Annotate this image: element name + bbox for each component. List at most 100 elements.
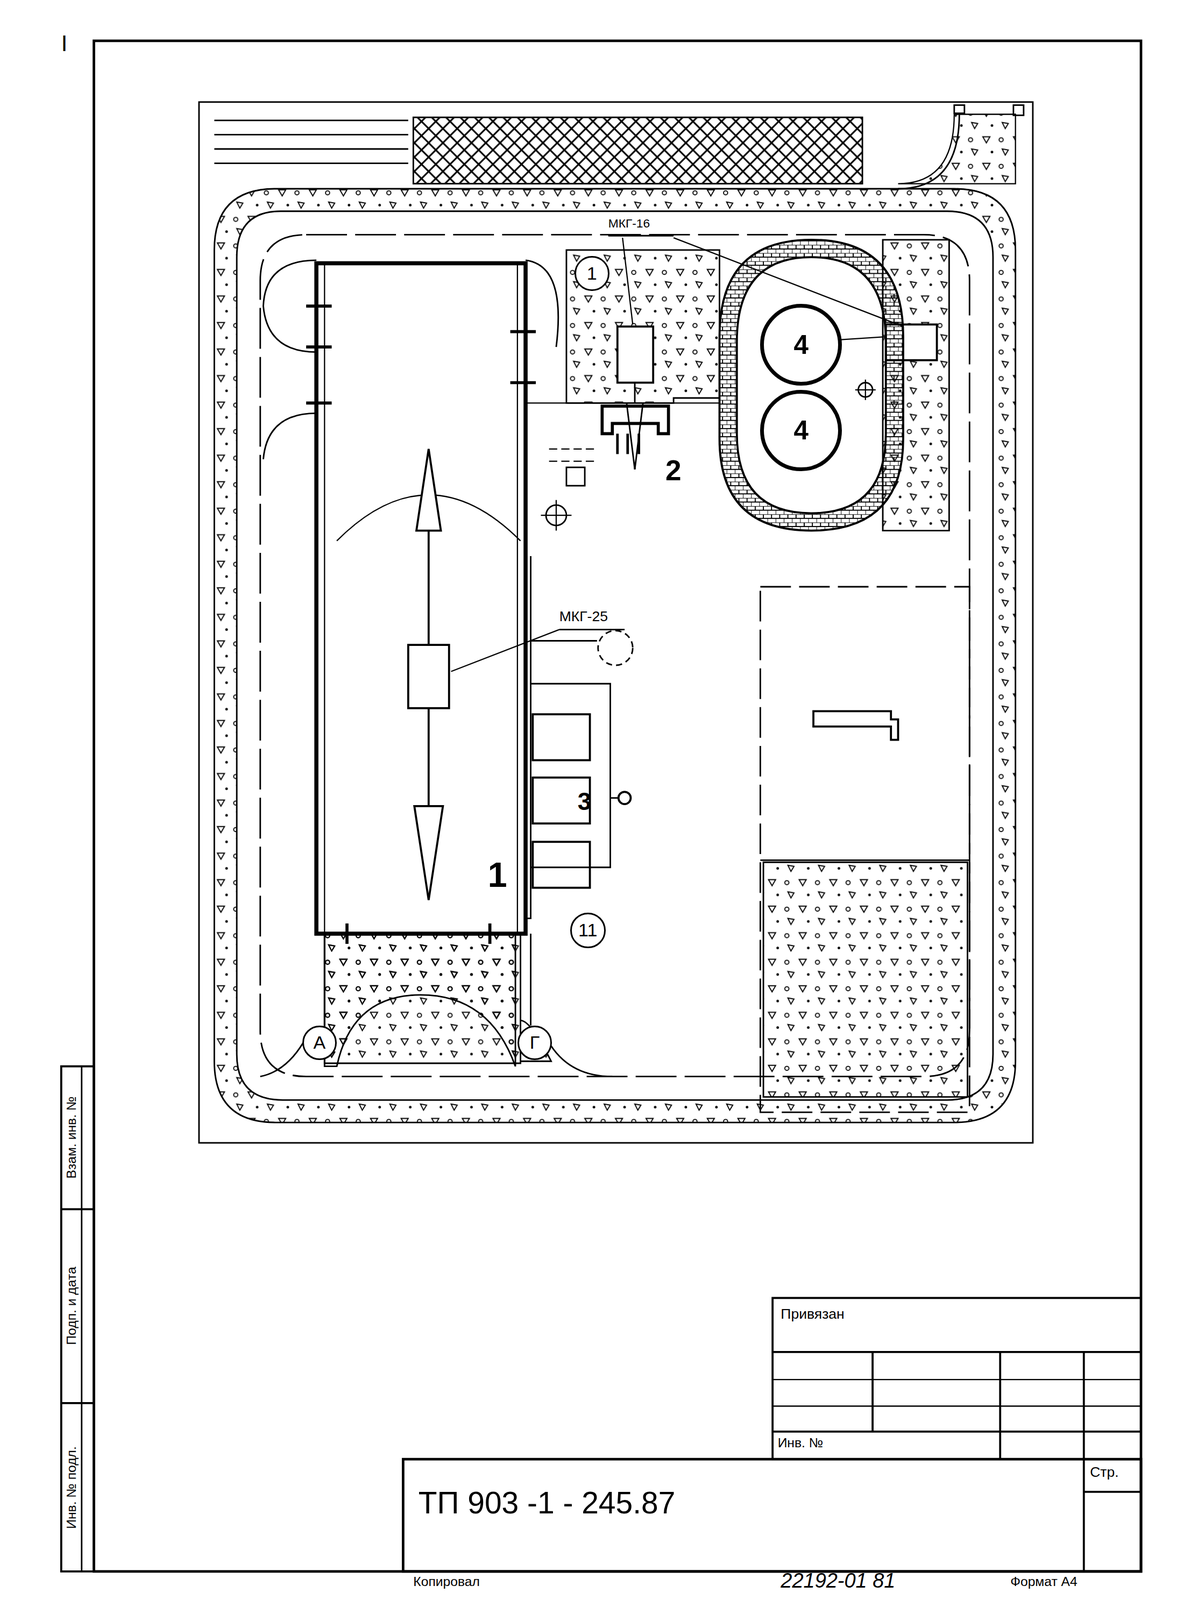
sheet-frame	[61, 1402, 95, 1405]
object-2	[525, 402, 720, 404]
title-block	[402, 1459, 1141, 1572]
crane-mkg-16	[622, 237, 633, 325]
stamp-text: Взам. инв. №	[64, 1096, 80, 1180]
node-text: Г	[529, 1032, 540, 1054]
yard-structures	[525, 556, 970, 1113]
object-2	[637, 433, 641, 455]
building-1	[345, 923, 349, 945]
gravel-areas	[324, 239, 968, 1098]
callout-number: 1	[487, 855, 508, 896]
yard-structures	[760, 859, 970, 862]
sheet-frame	[61, 1208, 95, 1211]
axis-marker: Г	[517, 1025, 553, 1061]
yard-structures	[532, 714, 590, 761]
tank-yard	[719, 239, 904, 531]
crane-mkg-16	[617, 326, 654, 383]
title-block	[402, 1298, 1141, 1572]
drawing-code: ТП 903 -1 - 245.87	[418, 1485, 676, 1521]
building-1	[316, 263, 526, 935]
crane-mkg-25	[416, 449, 442, 531]
title-block-text: Стр.	[1089, 1464, 1119, 1481]
site-boundary	[214, 148, 408, 151]
site-boundary	[214, 119, 408, 122]
sheet-frame	[61, 1066, 95, 1572]
tank-yard	[865, 379, 867, 401]
crane-mkg-16	[626, 402, 643, 470]
title-block	[998, 1352, 1002, 1460]
object-2	[615, 433, 619, 455]
title-block	[772, 1351, 1141, 1354]
stamp-text: Подп. и дата	[64, 1267, 80, 1346]
tank-yard	[719, 239, 904, 531]
sheet-frame	[61, 40, 1141, 1572]
object-2	[601, 406, 669, 434]
crane-mkg-16	[608, 235, 674, 237]
yard-structures	[530, 683, 611, 868]
callout-number: 3	[577, 788, 592, 817]
gravel-areas	[763, 862, 968, 1097]
object-2	[549, 448, 598, 450]
tank-circle: 4	[760, 303, 842, 386]
yard-structures	[525, 556, 531, 919]
crane-mkg-25	[408, 644, 450, 709]
building-1	[488, 923, 492, 945]
road-and-pavement	[550, 1046, 613, 1077]
crane-mkg-25	[559, 628, 625, 631]
site-boundary	[214, 162, 408, 165]
object-2	[555, 500, 557, 531]
title-block	[772, 1379, 1141, 1381]
node-text: 1	[586, 263, 598, 285]
axis-marker: А	[302, 1025, 338, 1061]
yard-structures	[618, 791, 632, 805]
road-and-pavement	[898, 114, 1016, 184]
gravel-areas	[566, 250, 720, 404]
building-1	[323, 933, 326, 1026]
site-boundary	[954, 104, 965, 113]
crane-label: МКГ-25	[559, 608, 608, 626]
callout-circle: 11	[570, 912, 606, 949]
title-block	[1082, 1459, 1086, 1572]
crane-mkg-25	[414, 806, 443, 901]
building-1	[306, 401, 332, 406]
node-text: А	[313, 1032, 326, 1054]
building-1	[516, 263, 519, 935]
footer-text: Формат А4	[1010, 1574, 1078, 1590]
building-1	[306, 345, 332, 349]
title-block	[772, 1298, 1141, 1460]
road-and-pavement	[263, 413, 317, 459]
yard-structures	[598, 631, 634, 666]
sheet-frame	[94, 40, 1141, 1572]
object-2	[626, 433, 629, 455]
road-and-pavement	[525, 260, 559, 347]
node-text: 4	[794, 330, 809, 360]
object-2	[566, 467, 585, 486]
gravel-areas	[324, 933, 516, 1067]
yard-structures	[813, 711, 898, 740]
building-1	[306, 304, 332, 308]
yard-structures	[610, 797, 619, 799]
building-1	[529, 933, 532, 1026]
title-block-text: Привязан	[780, 1306, 845, 1323]
title-block	[772, 1405, 1141, 1407]
site-boundary	[214, 133, 408, 136]
building-1	[510, 381, 536, 385]
title-block	[1083, 1491, 1141, 1494]
sheet-frame	[80, 1066, 83, 1572]
stamp-text: Инв. № подл.	[64, 1446, 80, 1530]
site-boundary	[199, 102, 1033, 1144]
yard-structures	[532, 841, 590, 888]
title-block	[1082, 1352, 1086, 1460]
building-1	[510, 330, 536, 334]
yard-structures	[530, 640, 598, 642]
road-and-pavement	[260, 1043, 304, 1077]
crane-mkg-25	[408, 449, 625, 901]
node-text: 11	[578, 920, 598, 941]
site-boundary	[413, 117, 863, 184]
title-block-text: Инв. №	[777, 1435, 824, 1451]
object-2	[549, 460, 598, 462]
footer-text: Копировал	[413, 1574, 480, 1590]
site-boundary	[199, 102, 1033, 1144]
